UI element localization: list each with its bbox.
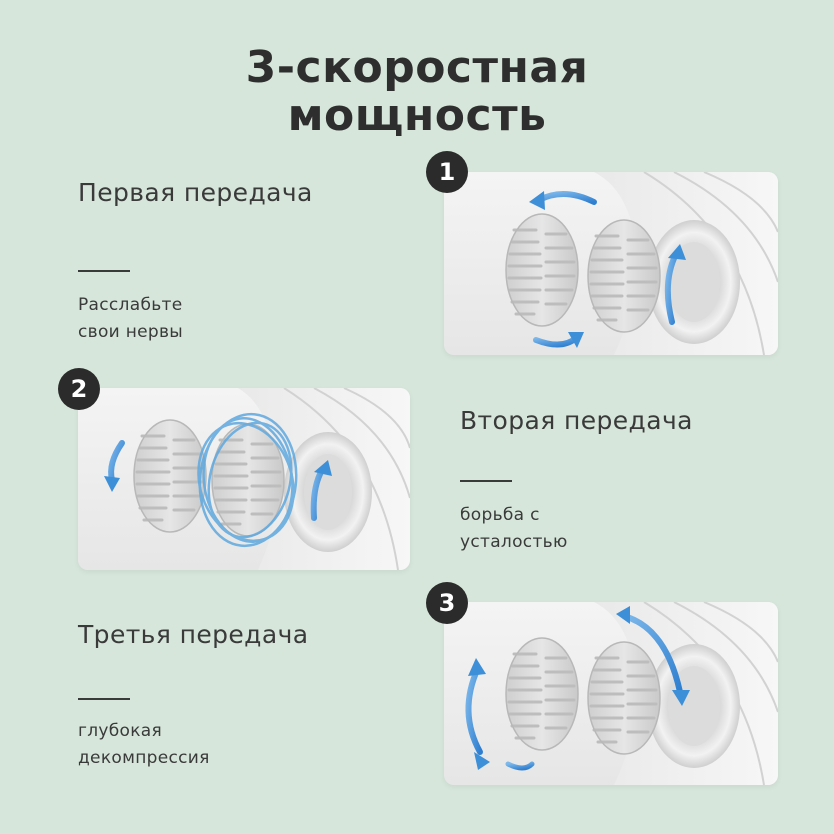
page-title-line2: мощность [287,90,547,141]
gear-3-description: глубокая декомпрессия [78,718,210,772]
gear-2-number-badge: 2 [58,368,100,410]
gear-3-image [444,602,778,785]
gear-1-description: Расслабьте свои нервы [78,292,183,346]
gear-3-description-line2: декомпрессия [78,748,210,768]
gear-3-number-badge: 3 [426,582,468,624]
gear-1-description-line1: Расслабьте [78,295,183,315]
gear-2-description-line1: борьба с [460,505,540,525]
gear-3-description-line1: глубокая [78,721,163,741]
gear-2-description-line2: усталостью [460,532,568,552]
gear-1-divider [78,270,130,272]
gear-2-title: Вторая передача [460,406,693,435]
gear-2-divider [460,480,512,482]
gear-2-description: борьба с усталостью [460,502,568,556]
gear-1-title: Первая передача [78,178,313,207]
gear-3-title: Третья передача [78,620,309,649]
gear-1-description-line2: свои нервы [78,322,184,342]
gear-2-image [78,388,410,570]
gear-3-divider [78,698,130,700]
page-title-line1: 3-скоростная [245,42,589,93]
page-title: 3-скоростная мощность [0,44,834,140]
gear-1-image [444,172,778,355]
gear-1-number-badge: 1 [426,151,468,193]
